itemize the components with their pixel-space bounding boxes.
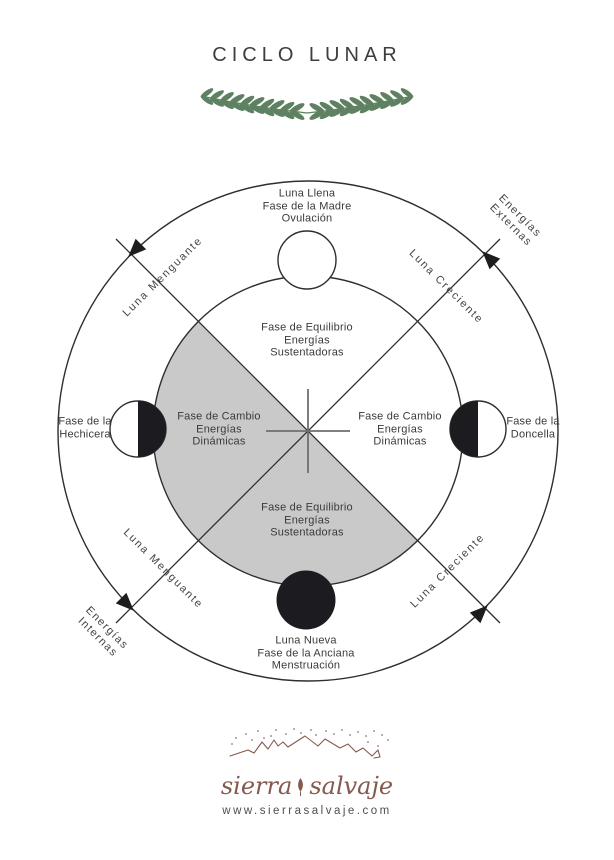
- doncella-label-line1: Fase de la: [506, 415, 560, 428]
- full-moon-label-line3: Ovulación: [281, 212, 333, 225]
- laurel-right-branch: [306, 88, 414, 120]
- first-quarter-moon-icon: [449, 400, 507, 458]
- quadrant-bottom-label: Fase de Equilibrio Energías Sustentadora…: [261, 501, 353, 539]
- quadrant-bottom-line1: Fase de Equilibrio: [261, 501, 353, 514]
- quadrant-left-line1: Fase de Cambio: [177, 410, 261, 423]
- quadrant-right-line3: Dinámicas: [373, 435, 427, 448]
- doncella-label: Fase de la Doncella: [506, 416, 559, 441]
- quadrant-top-label: Fase de Equilibrio Energías Sustentadora…: [261, 321, 353, 359]
- last-quarter-moon-icon: [109, 400, 167, 458]
- quadrant-left-label: Fase de Cambio Energías Dinámicas: [177, 410, 261, 448]
- quadrant-bottom-line2: Energías: [284, 513, 330, 526]
- flow-arrow-sw: [115, 592, 134, 611]
- hechicera-label: Fase de la Hechicera: [58, 416, 111, 441]
- brand-word-sierra: sierra: [220, 772, 293, 800]
- doncella-label-line2: Doncella: [510, 428, 556, 440]
- quadrant-top-line1: Fase de Equilibrio: [261, 321, 353, 334]
- new-moon-label: Luna Nueva Fase de la Anciana Menstruaci…: [257, 634, 354, 672]
- brand-wordmark: sierra salvaje: [0, 772, 614, 800]
- logo-star-dots: [231, 728, 389, 747]
- full-moon-icon: [277, 230, 337, 290]
- full-moon-label-line1: Luna Llena: [278, 187, 336, 200]
- outer-circle: [57, 180, 559, 682]
- quadrant-right-line1: Fase de Cambio: [358, 410, 442, 423]
- full-moon-label-line2: Fase de la Madre: [262, 199, 352, 212]
- quadrant-top-line3: Sustentadoras: [270, 346, 344, 359]
- quadrant-right-line2: Energías: [377, 422, 423, 435]
- mountain-ridge-line: [229, 735, 381, 759]
- full-moon-label: Luna Llena Fase de la Madre Ovulación: [263, 187, 352, 225]
- quadrant-bottom-line3: Sustentadoras: [270, 526, 344, 539]
- flow-arrow-nw: [128, 238, 147, 257]
- brand-leaf-icon: [298, 778, 304, 796]
- quadrant-top-line2: Energías: [284, 333, 330, 346]
- quadrant-left-line2: Energías: [196, 422, 242, 435]
- flow-arrow-se: [469, 605, 488, 624]
- mountain-logo: [229, 728, 389, 759]
- hechicera-label-line2: Hechicera: [59, 428, 111, 440]
- flow-arrow-ne: [482, 251, 501, 270]
- website-url: www.sierrasalvaje.com: [222, 805, 392, 817]
- laurel-decoration: [200, 88, 414, 120]
- quadrant-left-line3: Dinámicas: [192, 435, 246, 448]
- page-title: CICLO LUNAR: [212, 44, 402, 66]
- quadrant-right-label: Fase de Cambio Energías Dinámicas: [358, 410, 442, 448]
- laurel-left-branch: [200, 88, 308, 120]
- brand-word-salvaje: salvaje: [309, 772, 394, 800]
- new-moon-label-line3: Menstruación: [271, 659, 341, 672]
- new-moon-label-line2: Fase de la Anciana: [257, 646, 355, 659]
- hechicera-label-line1: Fase de la: [58, 415, 112, 428]
- new-moon-label-line1: Luna Nueva: [275, 634, 337, 647]
- new-moon-icon: [276, 570, 336, 630]
